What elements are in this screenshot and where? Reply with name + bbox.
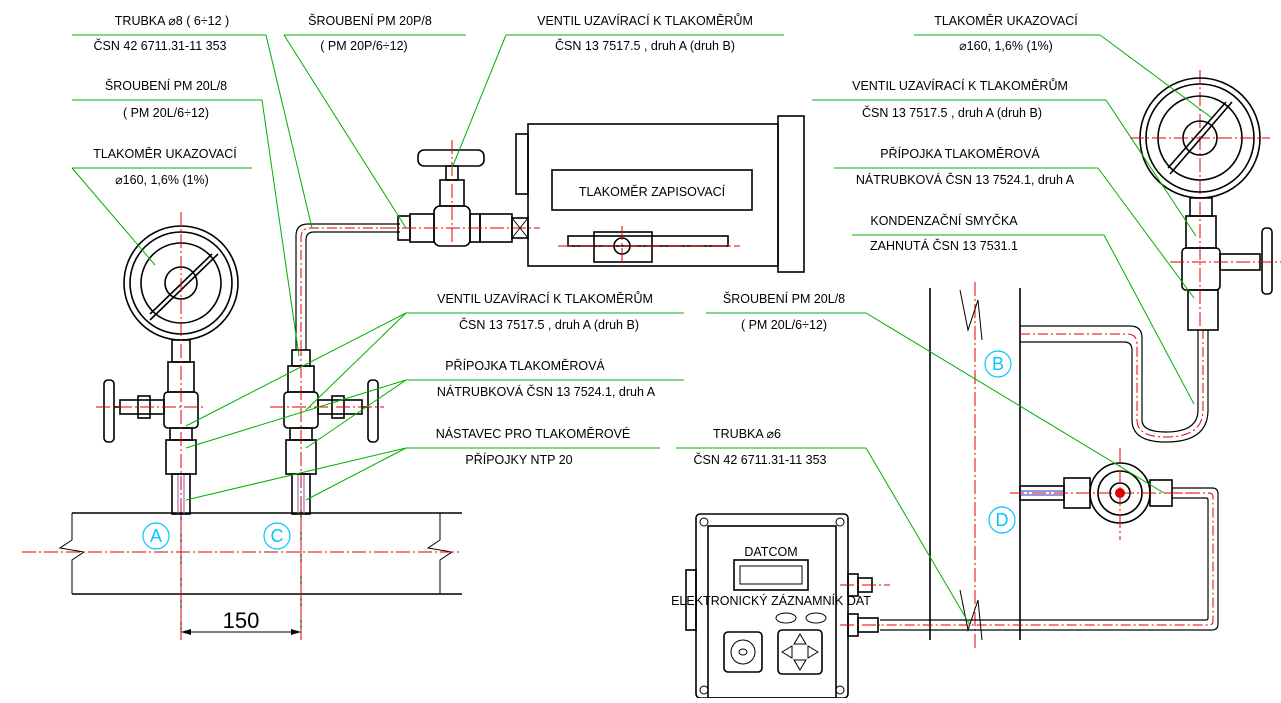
label-smycka-1: KONDENZAČNÍ SMYČKA [870, 213, 1018, 228]
label-sroubeni20l-right-1: ŠROUBENÍ PM 20L/8 [723, 291, 845, 306]
marker-b: B [984, 350, 1012, 378]
arrow-keypad-icon [777, 629, 823, 675]
d-assembly [880, 448, 1219, 631]
label-nastavec-2: PŘÍPOJKY NTP 20 [465, 452, 572, 467]
toggle-button-icon [723, 631, 763, 673]
middle-assembly [270, 223, 400, 640]
label-pripojka-right-2: NÁTRUBKOVÁ ČSN 13 7524.1, druh A [856, 172, 1075, 187]
left-assembly [96, 212, 239, 640]
label-tlakomer-left-2: ⌀160, 1,6% (1%) [115, 173, 209, 187]
label-ventil-top-1: VENTIL UZAVÍRACÍ K TLAKOMĚRŮM [537, 13, 753, 28]
datcom-title: DATCOM [744, 545, 797, 559]
label-pripojka-mid-1: PŘÍPOJKA TLAKOMĚROVÁ [445, 358, 605, 373]
label-sroubeni20l-right-2: ( PM 20L/6÷12) [741, 318, 827, 332]
label-ventil-mid-2: ČSN 13 7517.5 , druh A (druh B) [459, 317, 639, 332]
label-tlakomer-right-1: TLAKOMĚR UKAZOVACÍ [934, 13, 1078, 28]
svg-text:B: B [992, 354, 1004, 374]
label-ventil-right-1: VENTIL UZAVÍRACÍ K TLAKOMĚRŮM [852, 78, 1068, 93]
datcom-unit: DATCOM ELEKTRONICKÝ ZÁZNAMNÍK DAT [671, 513, 890, 699]
label-ventil-mid-1: VENTIL UZAVÍRACÍ K TLAKOMĚRŮM [437, 291, 653, 306]
svg-text:A: A [150, 526, 162, 546]
label-nastavec-1: NÁSTAVEC PRO TLAKOMĚROVÉ [436, 426, 631, 441]
label-trubka8-2: ČSN 42 6711.31-11 353 [94, 38, 227, 53]
label-tlakomer-left-1: TLAKOMĚR UKAZOVACÍ [93, 146, 237, 161]
leader-lines [71, 34, 1213, 626]
datcom-subtitle: ELEKTRONICKÝ ZÁZNAMNÍK DAT [671, 593, 871, 608]
datcom-display [733, 559, 809, 591]
dimension-text: 150 [223, 608, 260, 633]
label-ventil-top-2: ČSN 13 7517.5 , druh A (druh B) [555, 38, 735, 53]
label-sroubeni20p-2: ( PM 20P/6÷12) [320, 39, 407, 53]
right-gauge-assembly [1130, 70, 1281, 331]
marker-c: C [263, 522, 291, 550]
label-sroubeni20p-1: ŠROUBENÍ PM 20P/8 [308, 13, 432, 28]
label-trubka6-2: ČSN 42 6711.31-11 353 [694, 452, 827, 467]
label-sroubeni20l-left-2: ( PM 20L/6÷12) [123, 106, 209, 120]
vertical-pipe [929, 282, 1021, 650]
labels: TRUBKA ⌀8 ( 6÷12 ) ČSN 42 6711.31-11 353… [93, 13, 1078, 467]
label-pripojka-right-1: PŘÍPOJKA TLAKOMĚROVÁ [880, 146, 1040, 161]
marker-d: D [988, 506, 1016, 534]
label-ventil-right-2: ČSN 13 7517.5 , druh A (druh B) [862, 105, 1042, 120]
label-pripojka-mid-2: NÁTRUBKOVÁ ČSN 13 7524.1, druh A [437, 384, 656, 399]
marker-a: A [142, 522, 170, 550]
main-pipe [22, 512, 462, 595]
svg-text:D: D [996, 510, 1009, 530]
label-smycka-2: ZAHNUTÁ ČSN 13 7531.1 [870, 238, 1018, 253]
tlakomer-zapisovaci-box: TLAKOMĚR ZAPISOVACÍ [515, 115, 805, 273]
label-trubka6-1: TRUBKA ⌀6 [713, 427, 781, 441]
tlakomer-zapisovaci-label: TLAKOMĚR ZAPISOVACÍ [579, 184, 726, 199]
svg-text:C: C [271, 526, 284, 546]
label-tlakomer-right-2: ⌀160, 1,6% (1%) [959, 39, 1053, 53]
label-sroubeni20l-left-1: ŠROUBENÍ PM 20L/8 [105, 78, 227, 93]
label-trubka8-1: TRUBKA ⌀8 ( 6÷12 ) [115, 14, 229, 28]
condensation-loop [1020, 325, 1209, 443]
